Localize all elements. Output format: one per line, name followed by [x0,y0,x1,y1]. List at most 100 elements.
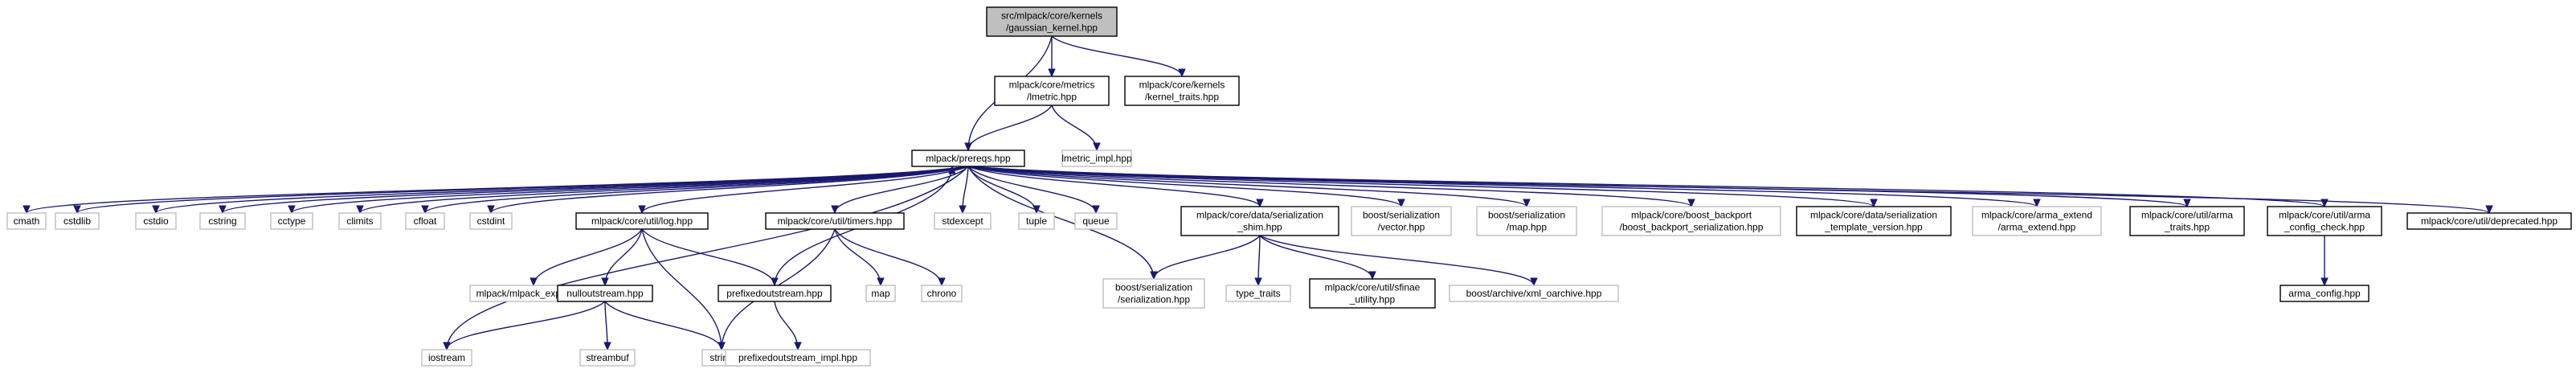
edge-root-to-kernel-traits [1051,35,1186,78]
node-box[interactable] [2406,212,2572,230]
node-cfloat: cfloat [405,212,445,230]
node-box [55,212,100,230]
node-box[interactable] [1180,206,1339,236]
node-prefixedoutstream[interactable]: prefixedoutstream.hpp [718,285,832,302]
edge-arma-config-check-to-arma-config [2320,236,2329,287]
edge-prereqs-to-boost-serialization [967,166,1158,281]
node-box [469,212,513,230]
arrow-head [1368,271,1376,281]
node-label: cstring [208,215,236,227]
node-box [270,212,313,230]
node-label: mlpack/prereqs.hpp [926,153,1011,164]
node-label: cmath [14,215,40,227]
node-nulloutstream[interactable]: nulloutstream.hpp [557,285,653,302]
edge-line [967,166,1692,207]
node-lmetric[interactable]: mlpack/core/metrics/lmetric.hpp [994,76,1110,106]
node-xml-oarchive: boost/archive/xml_oarchive.hpp [1449,285,1619,302]
node-label: mlpack/core/util/deprecated.hpp [2421,215,2558,227]
node-box[interactable] [557,285,653,302]
node-label: mlpack/core/util/sfinae [1325,282,1421,293]
node-deprecated[interactable]: mlpack/core/util/deprecated.hpp [2406,212,2572,230]
edge-prereqs-to-climits [356,166,969,215]
node-box[interactable] [1124,76,1240,106]
edge-ser-shim-to-type-traits [1254,235,1262,287]
node-box [921,285,963,302]
node-cstdint: cstdint [469,212,513,230]
node-cstdlib: cstdlib [55,212,100,230]
node-layer: src/mlpack/core/kernels/gaussian_kernel.… [6,6,2572,367]
node-cmath: cmath [6,212,47,230]
edge-prereqs-to-queue [967,166,1100,215]
node-kernel-traits[interactable]: mlpack/core/kernels/kernel_traits.hpp [1124,76,1240,106]
node-sfinae[interactable]: mlpack/core/util/sfinae_utility.hpp [1309,278,1436,309]
node-ser-template[interactable]: mlpack/core/data/serialization_template_… [1796,206,1952,236]
edge-prereqs-to-cstring [219,166,969,215]
node-box [725,349,871,367]
edge-nulloutstream-to-string [604,301,726,351]
arrow-head [1048,68,1056,78]
edge-line [967,166,1402,207]
node-label: stdexcept [942,215,983,227]
edge-line [291,166,969,214]
node-boost-serialization: boost/serialization/serialization.hpp [1102,278,1205,309]
arrow-head [1687,199,1695,208]
node-boost-vector: boost/serialization/vector.hpp [1351,206,1452,236]
node-box[interactable] [718,285,832,302]
arrow-head [638,205,646,215]
edge-line [641,166,969,214]
node-label: type_traits [1236,288,1280,299]
edge-log-to-nulloutstream [601,228,643,287]
node-label: _traits.hpp [2164,222,2210,233]
node-box[interactable] [2129,206,2245,236]
node-arma-traits[interactable]: mlpack/core/util/arma_traits.hpp [2129,206,2245,236]
edge-line [222,166,969,214]
node-box [934,212,992,230]
edge-nulloutstream-to-iostream [443,301,606,351]
node-box[interactable] [2280,285,2370,302]
edge-line [967,104,1053,151]
edge-prereqs-to-deprecated [967,166,2493,215]
node-box[interactable] [1309,278,1436,309]
node-box[interactable] [2267,206,2382,236]
node-label: nulloutstream.hpp [566,288,644,299]
arrow-head [443,342,451,351]
edge-nulloutstream-to-streambuf [603,301,611,351]
node-label: _shim.hpp [1237,222,1282,233]
node-streambuf: streambuf [579,349,636,367]
node-arma-config-check[interactable]: mlpack/core/util/arma_config_check.hpp [2267,206,2382,236]
node-label: /arma_extend.hpp [1998,222,2076,233]
node-boost-map: boost/serialization/map.hpp [1476,206,1577,236]
node-box[interactable] [1796,206,1952,236]
node-box [1476,206,1577,236]
edge-prereqs-to-cstdint [487,166,969,215]
node-chrono: chrono [921,285,963,302]
arrow-head [288,205,296,215]
node-arma-config[interactable]: arma_config.hpp [2280,285,2370,302]
arrow-head [1178,68,1186,78]
node-log[interactable]: mlpack/core/util/log.hpp [575,212,709,230]
edge-ser-shim-to-xml-oarchive [1259,235,1538,287]
node-label: /gaussian_kernel.hpp [1006,23,1098,34]
node-timers[interactable]: mlpack/core/util/timers.hpp [765,212,905,230]
edge-line [446,166,969,350]
node-box [865,285,896,302]
node-ser-shim[interactable]: mlpack/core/data/serialization_shim.hpp [1180,206,1339,236]
node-box[interactable] [575,212,709,230]
node-box[interactable] [994,76,1110,106]
node-prereqs[interactable]: mlpack/prereqs.hpp [911,150,1025,167]
arrow-head [2320,277,2329,287]
node-label: cstdint [477,215,505,227]
node-box [986,6,1118,37]
node-box[interactable] [765,212,905,230]
node-label: _utility.hpp [1349,294,1396,305]
arrow-head [219,205,227,215]
node-box [1351,206,1452,236]
node-label: boost/serialization [1363,210,1440,221]
node-box [421,349,472,367]
edge-line [641,228,775,286]
node-box[interactable] [911,150,1025,167]
arrow-head [1256,199,1264,208]
arrow-head [1093,142,1101,152]
edge-line [1051,35,1183,77]
